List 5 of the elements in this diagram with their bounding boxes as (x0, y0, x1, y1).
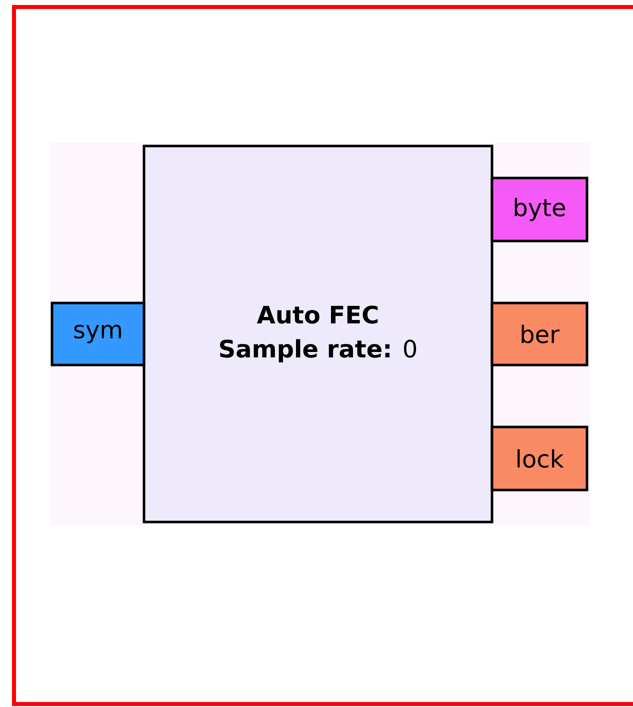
block-box: Auto FEC Sample rate: 0 (142, 144, 494, 524)
port-box: lock (490, 426, 588, 492)
port-box: byte (490, 176, 588, 242)
port-box: sym (50, 302, 146, 366)
port-box: ber (490, 302, 588, 366)
